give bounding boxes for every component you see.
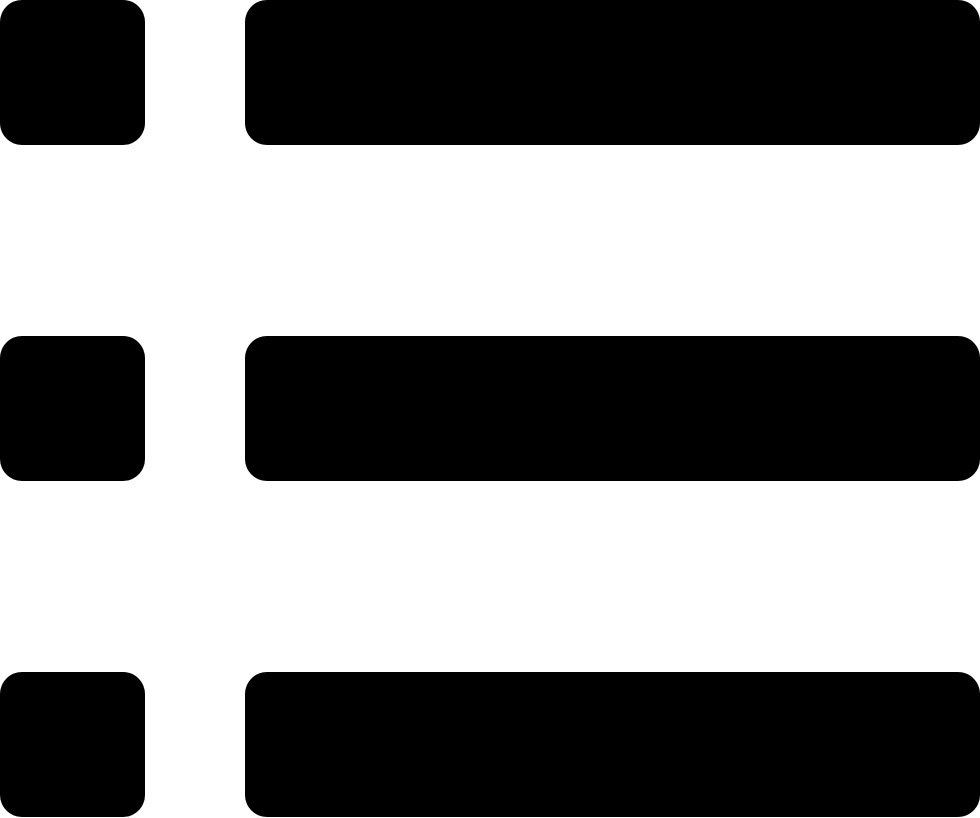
list-bullet-2: [0, 336, 145, 481]
list-line-3: [245, 672, 980, 817]
list-bullet-1: [0, 0, 145, 145]
list-line-1: [245, 0, 980, 145]
list-bullet-3: [0, 672, 145, 817]
list-line-2: [245, 336, 980, 481]
